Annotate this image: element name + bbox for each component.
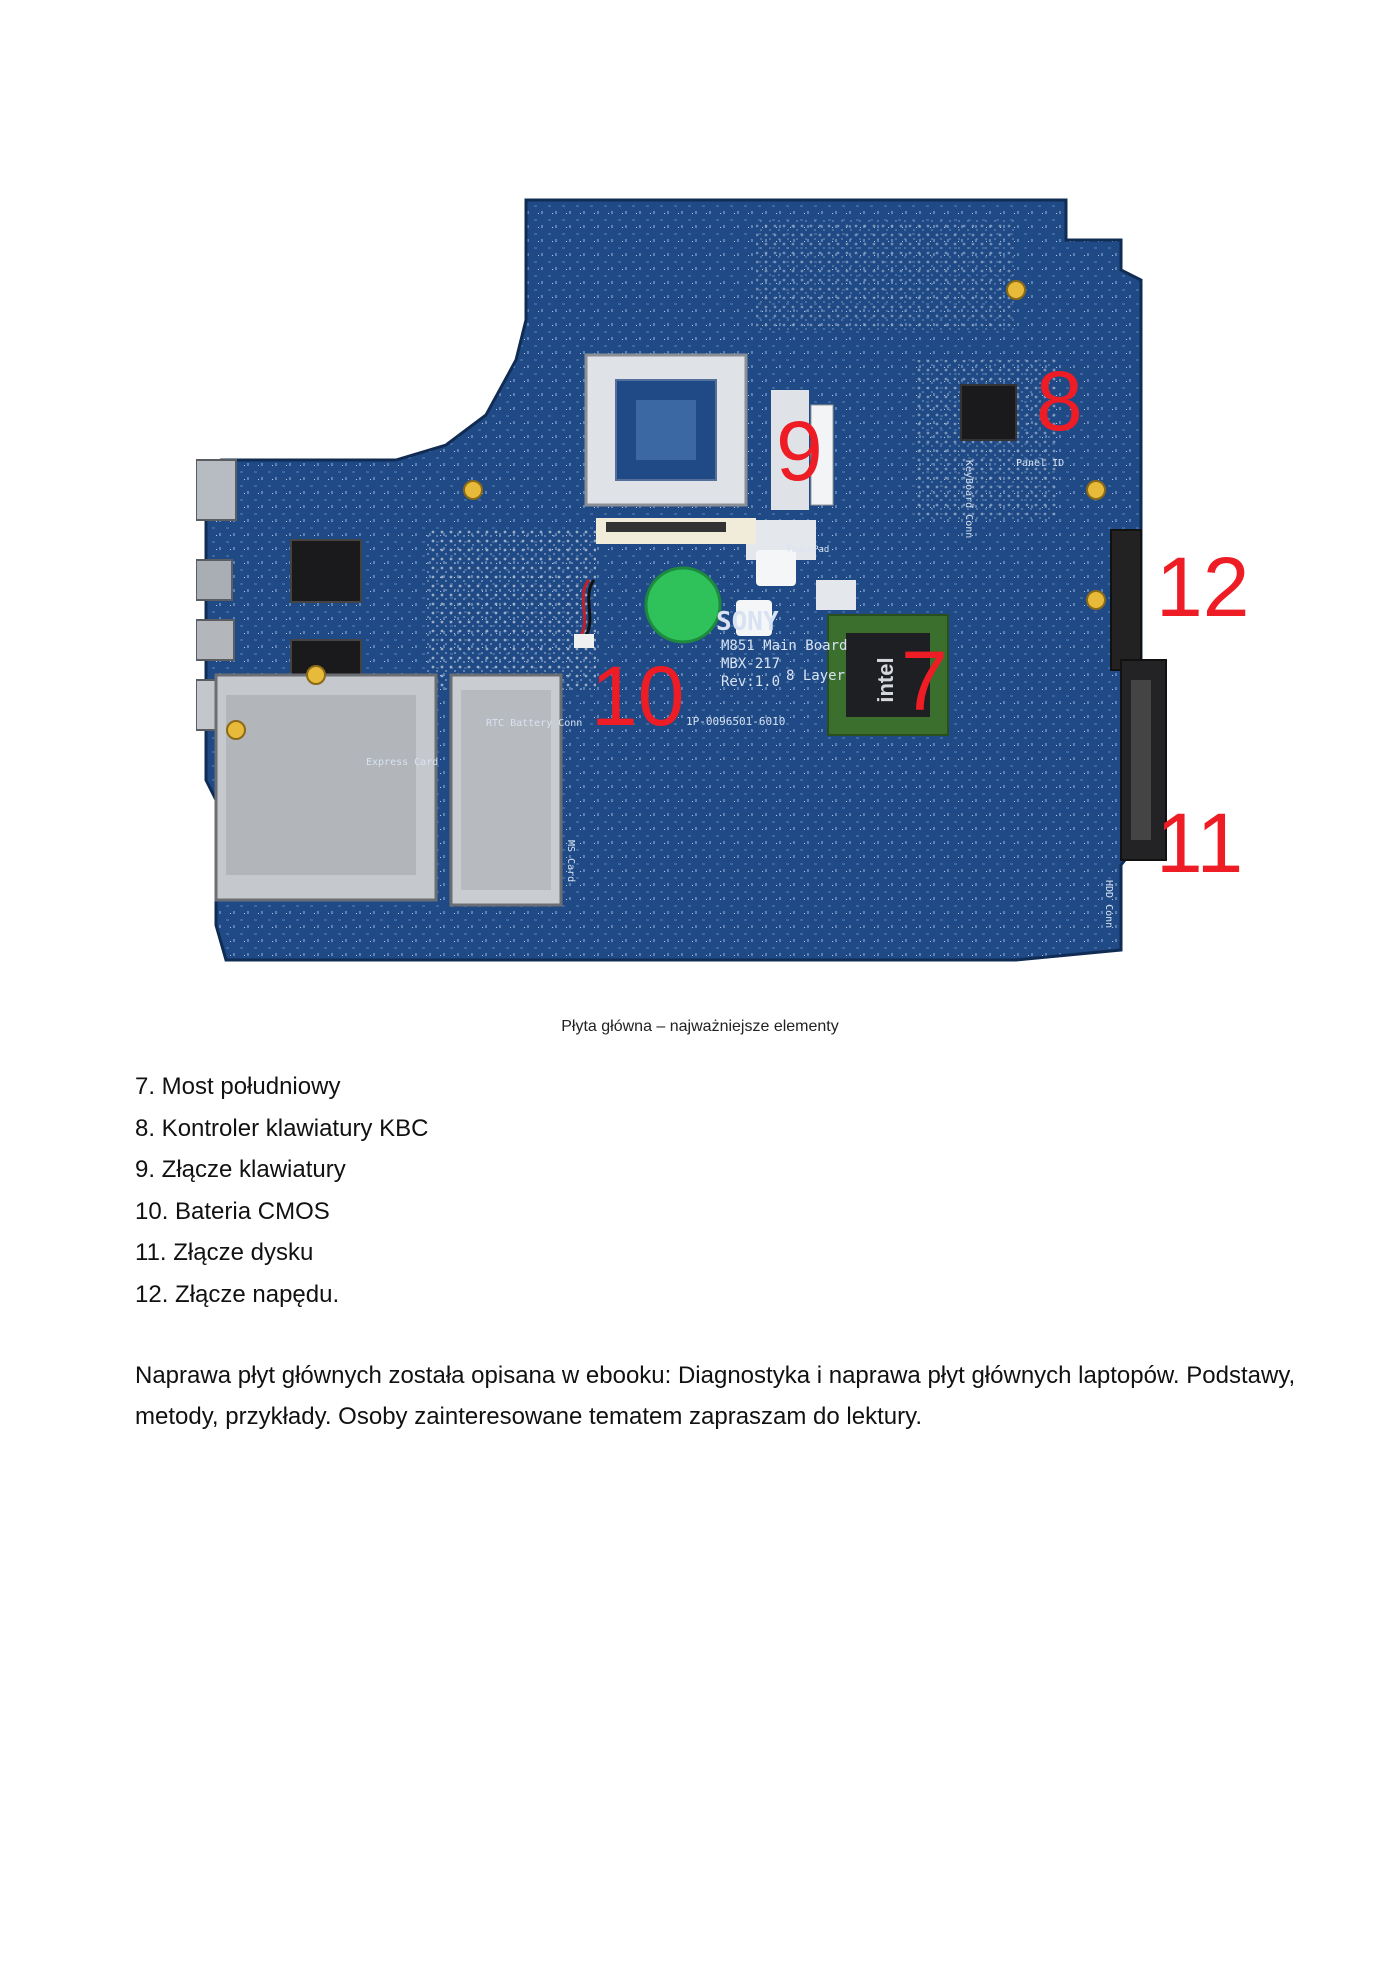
kbc-chip: [960, 384, 1017, 441]
legend-item: 11. Złącze dysku: [135, 1239, 314, 1267]
southbridge-die: [846, 633, 930, 717]
callout-10: 10: [591, 649, 684, 743]
motherboard-figure: intel SONY M851 Main Board MBX-217 8 Lay…: [196, 160, 1266, 1005]
callout-12: 12: [1156, 540, 1249, 634]
legend-item: 8. Kontroler klawiatury KBC: [135, 1114, 429, 1142]
board-rev: Rev:1.0: [721, 674, 780, 690]
hdd-label: HDD Conn: [1103, 880, 1114, 928]
keyboard-connector: [771, 390, 809, 510]
callout-11: 11: [1156, 796, 1243, 890]
board-part: MBX-217: [721, 656, 780, 672]
barcode-lines: [606, 522, 726, 532]
mounting-hole: [226, 720, 246, 740]
keyboard-connector-socket: [810, 404, 834, 506]
callout-7: 7: [901, 634, 948, 728]
battery-wire: [579, 579, 591, 636]
legend-item: 10. Bateria CMOS: [135, 1197, 330, 1225]
legend-item: 7. Most południowy: [135, 1073, 341, 1100]
legend-item: 12. Złącze napędu.: [135, 1280, 340, 1308]
chip-brand-text: intel: [873, 657, 898, 702]
mounting-hole: [1086, 590, 1106, 610]
callout-9: 9: [776, 404, 823, 498]
odd-connector: [1110, 529, 1142, 671]
label-sticker: [816, 580, 856, 610]
memory-chip: [290, 539, 362, 603]
keyboard-label: KeyBoard Conn: [963, 460, 974, 538]
motherboard-photo: intel SONY M851 Main Board MBX-217 8 Lay…: [196, 198, 1249, 962]
component-legend: 7. Most południowy 8. Kontroler klawiatu…: [135, 1066, 428, 1316]
vga-port: [196, 459, 237, 521]
express-label: Express Card: [366, 757, 438, 768]
callout-8: 8: [1036, 354, 1083, 448]
ms-label: MS Card: [565, 840, 576, 882]
hf-logo: [736, 600, 772, 636]
board-layers: 8 Layer: [786, 668, 845, 684]
mounting-hole: [463, 480, 483, 500]
touchpad-label: TouchPad: [786, 545, 829, 555]
cpu-socket-core: [636, 400, 696, 460]
audio-port: [196, 619, 235, 661]
board-brand: SONY: [716, 607, 779, 637]
figure-caption: Płyta główna – najważniejsze elementy: [561, 1018, 839, 1035]
mounting-hole: [1086, 480, 1106, 500]
board-serial: 1P-0096501-6010: [686, 715, 785, 728]
rtc-connector: [574, 634, 594, 648]
body-paragraph: Naprawa płyt głównych została opisana w …: [135, 1362, 1296, 1430]
panel-label: Panel ID: [1016, 458, 1064, 469]
mounting-hole: [306, 665, 326, 685]
hdmi-port: [196, 559, 233, 601]
board-model: M851 Main Board: [721, 638, 847, 654]
component-area: [756, 220, 1016, 330]
f-logo: [756, 550, 796, 586]
ms-card-slot-inner: [461, 690, 551, 890]
expresscard-slot-inner: [226, 695, 416, 875]
component-area: [426, 530, 596, 690]
cmos-battery: [644, 566, 722, 644]
mounting-hole: [1006, 280, 1026, 300]
battery-wire: [584, 579, 596, 636]
hdd-connector-pins: [1131, 680, 1151, 840]
legend-item: 9. Złącze klawiatury: [135, 1156, 346, 1184]
rtc-label: RTC Battery Conn: [486, 718, 582, 729]
